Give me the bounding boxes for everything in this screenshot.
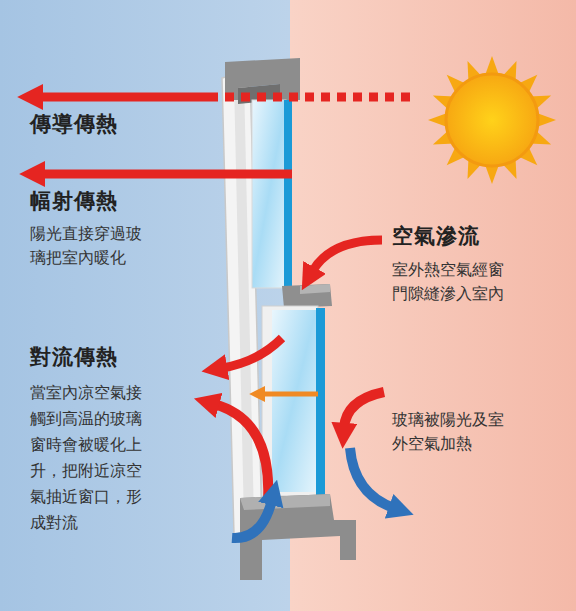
heading-label: 傳導傳熱 <box>30 110 118 138</box>
heading-label: 幅射傳熱 <box>30 187 118 215</box>
description-text: 陽光直接穿過玻 璃把室內暖化 <box>30 222 148 270</box>
description-text: 玻璃被陽光及室 外空氣加熱 <box>392 408 510 456</box>
heading-label: 對流傳熱 <box>30 343 118 371</box>
heading-label: 空氣滲流 <box>392 222 480 250</box>
description-text: 室外熱空氣經窗 門隙縫滲入室內 <box>392 258 510 306</box>
description-text: 當室內凉空氣接 觸到高温的玻璃 窗時會被暖化上 升，把附近凉空 氣抽近窗口，形 … <box>30 380 148 536</box>
